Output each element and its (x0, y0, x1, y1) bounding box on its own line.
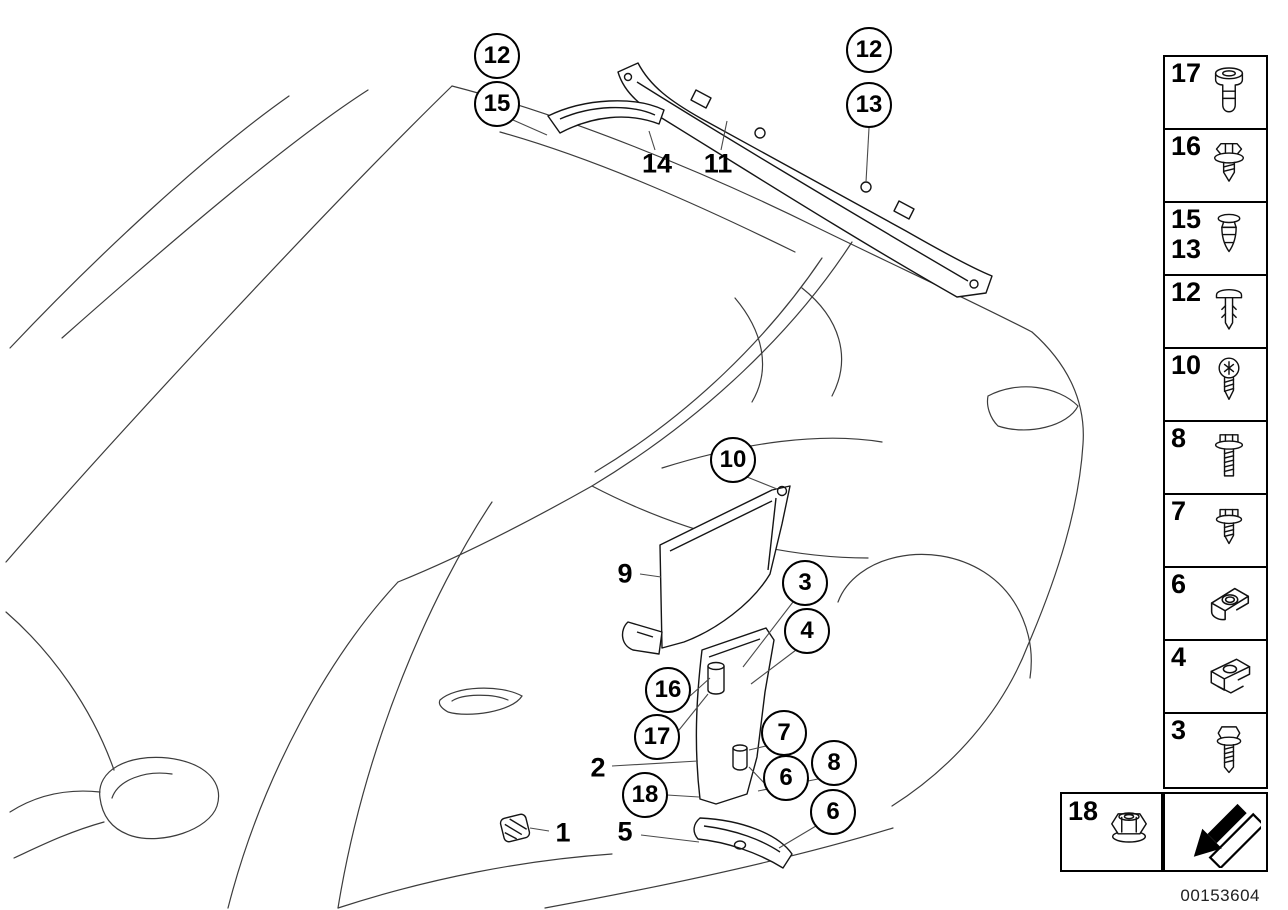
legend-item-12[interactable]: 12 (1165, 276, 1266, 349)
legend-item-17[interactable]: 17 (1165, 57, 1266, 130)
callout-16[interactable]: 16 (645, 667, 691, 713)
flange-bolt-icon (1193, 715, 1264, 786)
callout-6-a[interactable]: 6 (763, 755, 809, 801)
legend-item-4[interactable]: 4 (1165, 641, 1266, 714)
pan-head-screw-icon (1193, 350, 1264, 419)
diagram-number: 00153604 (1180, 886, 1260, 905)
legend-item-7[interactable]: 7 (1165, 495, 1266, 568)
speed-nut-icon (1193, 569, 1264, 638)
legend-item-6[interactable]: 6 (1165, 568, 1266, 641)
legend-item-18[interactable]: 18 (1060, 792, 1163, 872)
legend-number: 6 (1171, 569, 1187, 599)
flange-nut-icon (1098, 796, 1159, 868)
callout-label: 10 (719, 446, 747, 473)
legend-number: 3 (1171, 715, 1187, 745)
callout-label: 8 (827, 749, 841, 776)
legend-number: 17 (1171, 58, 1202, 88)
callout-7[interactable]: 7 (761, 710, 807, 756)
legend-number: 15 (1171, 204, 1202, 234)
leader-lines (512, 119, 870, 849)
hex-screw-icon (1193, 496, 1264, 565)
legend-item-3[interactable]: 3 (1165, 714, 1266, 787)
legend-number: 18 (1068, 796, 1099, 826)
callout-8[interactable]: 8 (811, 740, 857, 786)
callout-4[interactable]: 4 (784, 608, 830, 654)
callout-label: 12 (855, 36, 883, 63)
callout-18[interactable]: 18 (622, 772, 668, 818)
part-label-2[interactable]: 2 (590, 752, 606, 783)
part-label-5[interactable]: 5 (617, 816, 633, 847)
callout-label: 7 (777, 719, 791, 746)
callout-6-b[interactable]: 6 (810, 789, 856, 835)
callout-label: 6 (826, 798, 840, 825)
legend-item-10[interactable]: 10 (1165, 349, 1266, 422)
fastener-legend: 17 16 (1163, 55, 1268, 789)
part-label-1[interactable]: 1 (555, 817, 571, 848)
expanding-rivet-icon (1193, 58, 1264, 127)
callout-label: 12 (483, 42, 511, 69)
part-5-bracket (693, 817, 793, 869)
part-label-14[interactable]: 14 (641, 148, 673, 179)
direction-arrow-box (1163, 792, 1268, 872)
part-label-9[interactable]: 9 (617, 558, 633, 589)
callout-label: 13 (855, 91, 883, 118)
vehicle-line-art (5, 85, 1084, 909)
callout-label: 15 (483, 90, 511, 117)
part-label-11[interactable]: 11 (703, 148, 733, 179)
legend-number: 16 (1171, 131, 1202, 161)
callout-label: 16 (654, 676, 682, 703)
callout-3[interactable]: 3 (782, 560, 828, 606)
trim-parts (499, 62, 993, 869)
callout-label: 4 (800, 617, 814, 644)
callout-12-a[interactable]: 12 (474, 33, 520, 79)
part-9-pillar-trim (659, 485, 791, 649)
c-clip-icon (1193, 642, 1264, 711)
callout-15[interactable]: 15 (474, 81, 520, 127)
callout-13[interactable]: 13 (846, 82, 892, 128)
legend-item-16[interactable]: 16 (1165, 130, 1266, 203)
callout-10[interactable]: 10 (710, 437, 756, 483)
legend-number: 10 (1171, 350, 1202, 380)
callout-12-b[interactable]: 12 (846, 27, 892, 73)
legend-item-8[interactable]: 8 (1165, 422, 1266, 495)
plastic-clip-icon (1193, 204, 1264, 273)
legend-number: 4 (1171, 642, 1187, 672)
legend-number: 7 (1171, 496, 1187, 526)
legend-number: 12 (1171, 277, 1202, 307)
callout-label: 3 (798, 569, 812, 596)
washer-screw-icon (1193, 131, 1264, 200)
callout-17[interactable]: 17 (634, 714, 680, 760)
legend-item-15-13[interactable]: 15 13 (1165, 203, 1266, 276)
direction-arrow-icon (1193, 803, 1261, 868)
callout-label: 17 (643, 723, 671, 750)
part-1-grommet (499, 813, 531, 843)
hex-bolt-long-icon (1193, 423, 1264, 492)
legend-number: 8 (1171, 423, 1187, 453)
callout-label: 18 (631, 781, 659, 808)
legend-number: 13 (1171, 234, 1202, 265)
callout-label: 6 (779, 764, 793, 791)
push-rivet-icon (1193, 277, 1264, 346)
